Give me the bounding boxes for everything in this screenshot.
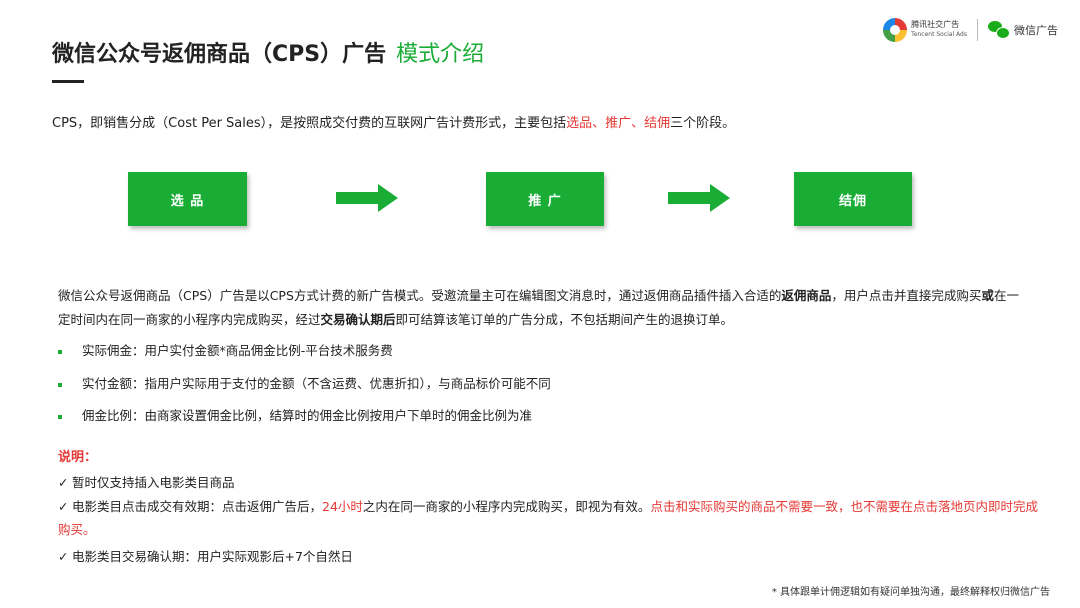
page-title: 微信公众号返佣商品（CPS）广告模式介绍	[52, 36, 484, 68]
intro-part1: CPS，即销售分成（Cost Per Sales），是按照成交付费的互联网广告计…	[52, 116, 567, 131]
title-accent: 模式介绍	[396, 42, 485, 67]
wechat-logo-label: 微信广告	[1014, 24, 1058, 37]
footer-note: * 具体跟单计佣逻辑如有疑问单独沟通，最终解释权归微信广告	[771, 587, 1050, 598]
arrow-right-icon	[336, 184, 398, 212]
bullet-text: 实付金额：指用户实际用于支付的金额（不含运费、优惠折扣），与商品标价可能不同	[82, 376, 551, 391]
title-underline	[52, 80, 84, 83]
intro-part2: 三个阶段。	[670, 116, 736, 131]
logo-divider	[977, 19, 978, 41]
wechat-icon	[988, 21, 1010, 39]
check-icon: ✓	[58, 499, 69, 514]
arrow-right-icon	[668, 184, 730, 212]
para-bold1: 返佣商品	[781, 288, 832, 303]
note-highlight: 24小时	[322, 499, 363, 514]
para-seg4: 即可结算该笔订单的广告分成，不包括期间产生的退换订单。	[395, 312, 734, 327]
intro-text: CPS，即销售分成（Cost Per Sales），是按照成交付费的互联网广告计…	[52, 112, 735, 131]
para-seg1: 微信公众号返佣商品（CPS）广告是以CPS方式计费的新广告模式。受邀流量主可在编…	[58, 288, 782, 303]
stage-promote: 推 广	[486, 172, 604, 226]
note-item: ✓电影类目交易确认期：用户实际观影后+7个自然日	[58, 546, 353, 565]
stage-settle-commission: 结佣	[794, 172, 912, 226]
note-item: ✓暂时仅支持插入电影类目商品	[58, 472, 235, 491]
title-main: 微信公众号返佣商品（CPS）广告	[52, 42, 387, 67]
para-bold3: 交易确认期后	[320, 312, 396, 327]
note-highlight: 点击和实际购买的商品不需要一致，也不需要在点击落地页内即时完成购买。	[58, 499, 1038, 537]
note-item: ✓电影类目点击成交有效期：点击返佣广告后，24小时之内在同一商家的小程序内完成购…	[58, 495, 1043, 541]
check-icon: ✓	[58, 549, 69, 564]
note-text: 暂时仅支持插入电影类目商品	[72, 475, 235, 490]
para-bold2: 或	[981, 288, 994, 303]
list-item: 实际佣金：用户实付金额*商品佣金比例-平台技术服务费	[58, 340, 393, 359]
note-text: 电影类目点击成交有效期：点击返佣广告后，	[72, 499, 323, 514]
tencent-social-ads-logo: 腾讯社交广告 Tencent Social Ads	[883, 18, 967, 42]
bullet-text: 佣金比例：由商家设置佣金比例，结算时的佣金比例按用户下单时的佣金比例为准	[82, 408, 533, 423]
para-seg2: ，用户点击并直接完成购买	[831, 288, 982, 303]
bullet-text: 实际佣金：用户实付金额*商品佣金比例-平台技术服务费	[82, 343, 393, 358]
note-text: 电影类目交易确认期：用户实际观影后+7个自然日	[72, 549, 353, 564]
para-seg3: 在一定时间内在同一商家的小程序内完成购买，经过	[58, 288, 1019, 327]
bullet-square-icon	[58, 349, 62, 354]
description-paragraph: 微信公众号返佣商品（CPS）广告是以CPS方式计费的新广告模式。受邀流量主可在编…	[58, 284, 1026, 332]
tencent-logo-en: Tencent Social Ads	[911, 31, 967, 38]
brand-logos: 腾讯社交广告 Tencent Social Ads 微信广告	[883, 18, 1058, 42]
bullet-square-icon	[58, 414, 62, 419]
list-item: 佣金比例：由商家设置佣金比例，结算时的佣金比例按用户下单时的佣金比例为准	[58, 405, 532, 424]
bullet-square-icon	[58, 382, 62, 387]
tencent-logo-cn: 腾讯社交广告	[911, 20, 960, 29]
note-text: 之内在同一商家的小程序内完成购买，即视为有效。	[362, 499, 651, 514]
check-icon: ✓	[58, 475, 69, 490]
notes-title: 说明：	[58, 450, 98, 465]
list-item: 实付金额：指用户实际用于支付的金额（不含运费、优惠折扣），与商品标价可能不同	[58, 373, 551, 392]
stage-select-product: 选 品	[128, 172, 247, 226]
wechat-ads-logo: 微信广告	[988, 21, 1058, 39]
intro-highlight: 选品、推广、结佣	[566, 116, 671, 131]
tencent-logo-icon	[883, 18, 908, 42]
